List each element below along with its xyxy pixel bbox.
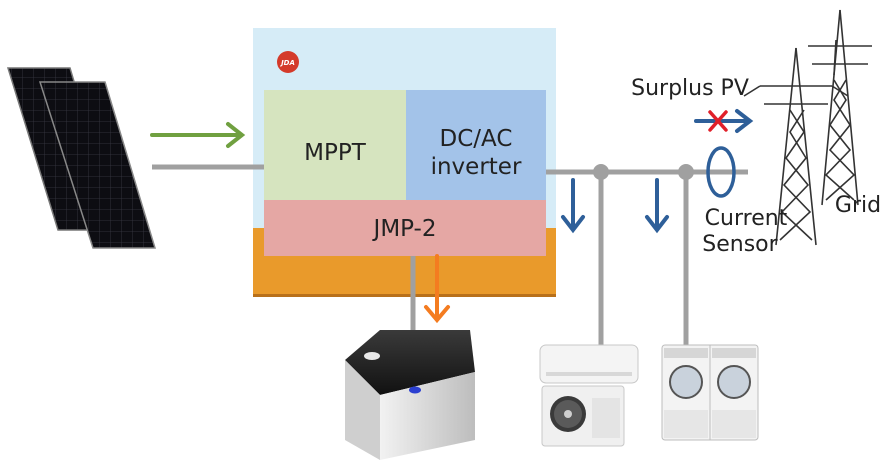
inverter-block — [406, 90, 546, 200]
controller-block — [264, 200, 546, 256]
air-conditioner-icon — [539, 344, 639, 447]
current-sensor-icon — [706, 146, 736, 198]
load-flow-arrow — [645, 178, 669, 234]
wiring — [152, 164, 748, 345]
logo-text: JDA — [279, 59, 295, 67]
inverter-label-line1: DC/AC — [440, 126, 513, 152]
controller-label: JMP-2 — [372, 216, 437, 242]
battery-flow-arrow — [424, 254, 450, 324]
load-flow-arrow — [561, 178, 585, 234]
inverter-label-line2: inverter — [431, 154, 522, 180]
sensor-label-line1: Current — [705, 206, 788, 231]
controller-box — [253, 28, 556, 297]
washer-dryer-icon — [661, 344, 759, 441]
junction-node — [593, 164, 609, 180]
solar-panel-icon — [6, 67, 157, 249]
mppt-block — [264, 90, 406, 200]
sensor-label-line2: Sensor — [702, 232, 778, 257]
junction-node — [678, 164, 694, 180]
transmission-tower-icon — [743, 9, 872, 246]
surplus-flow-arrow — [694, 109, 754, 133]
surplus-pv-label: Surplus PV — [631, 76, 749, 101]
mppt-label: MPPT — [304, 140, 367, 166]
blocked-cross-icon — [708, 110, 728, 132]
pv-flow-arrow — [150, 122, 246, 148]
jda-logo — [277, 51, 299, 73]
battery-icon — [345, 330, 475, 460]
grid-label: Grid — [835, 193, 881, 218]
